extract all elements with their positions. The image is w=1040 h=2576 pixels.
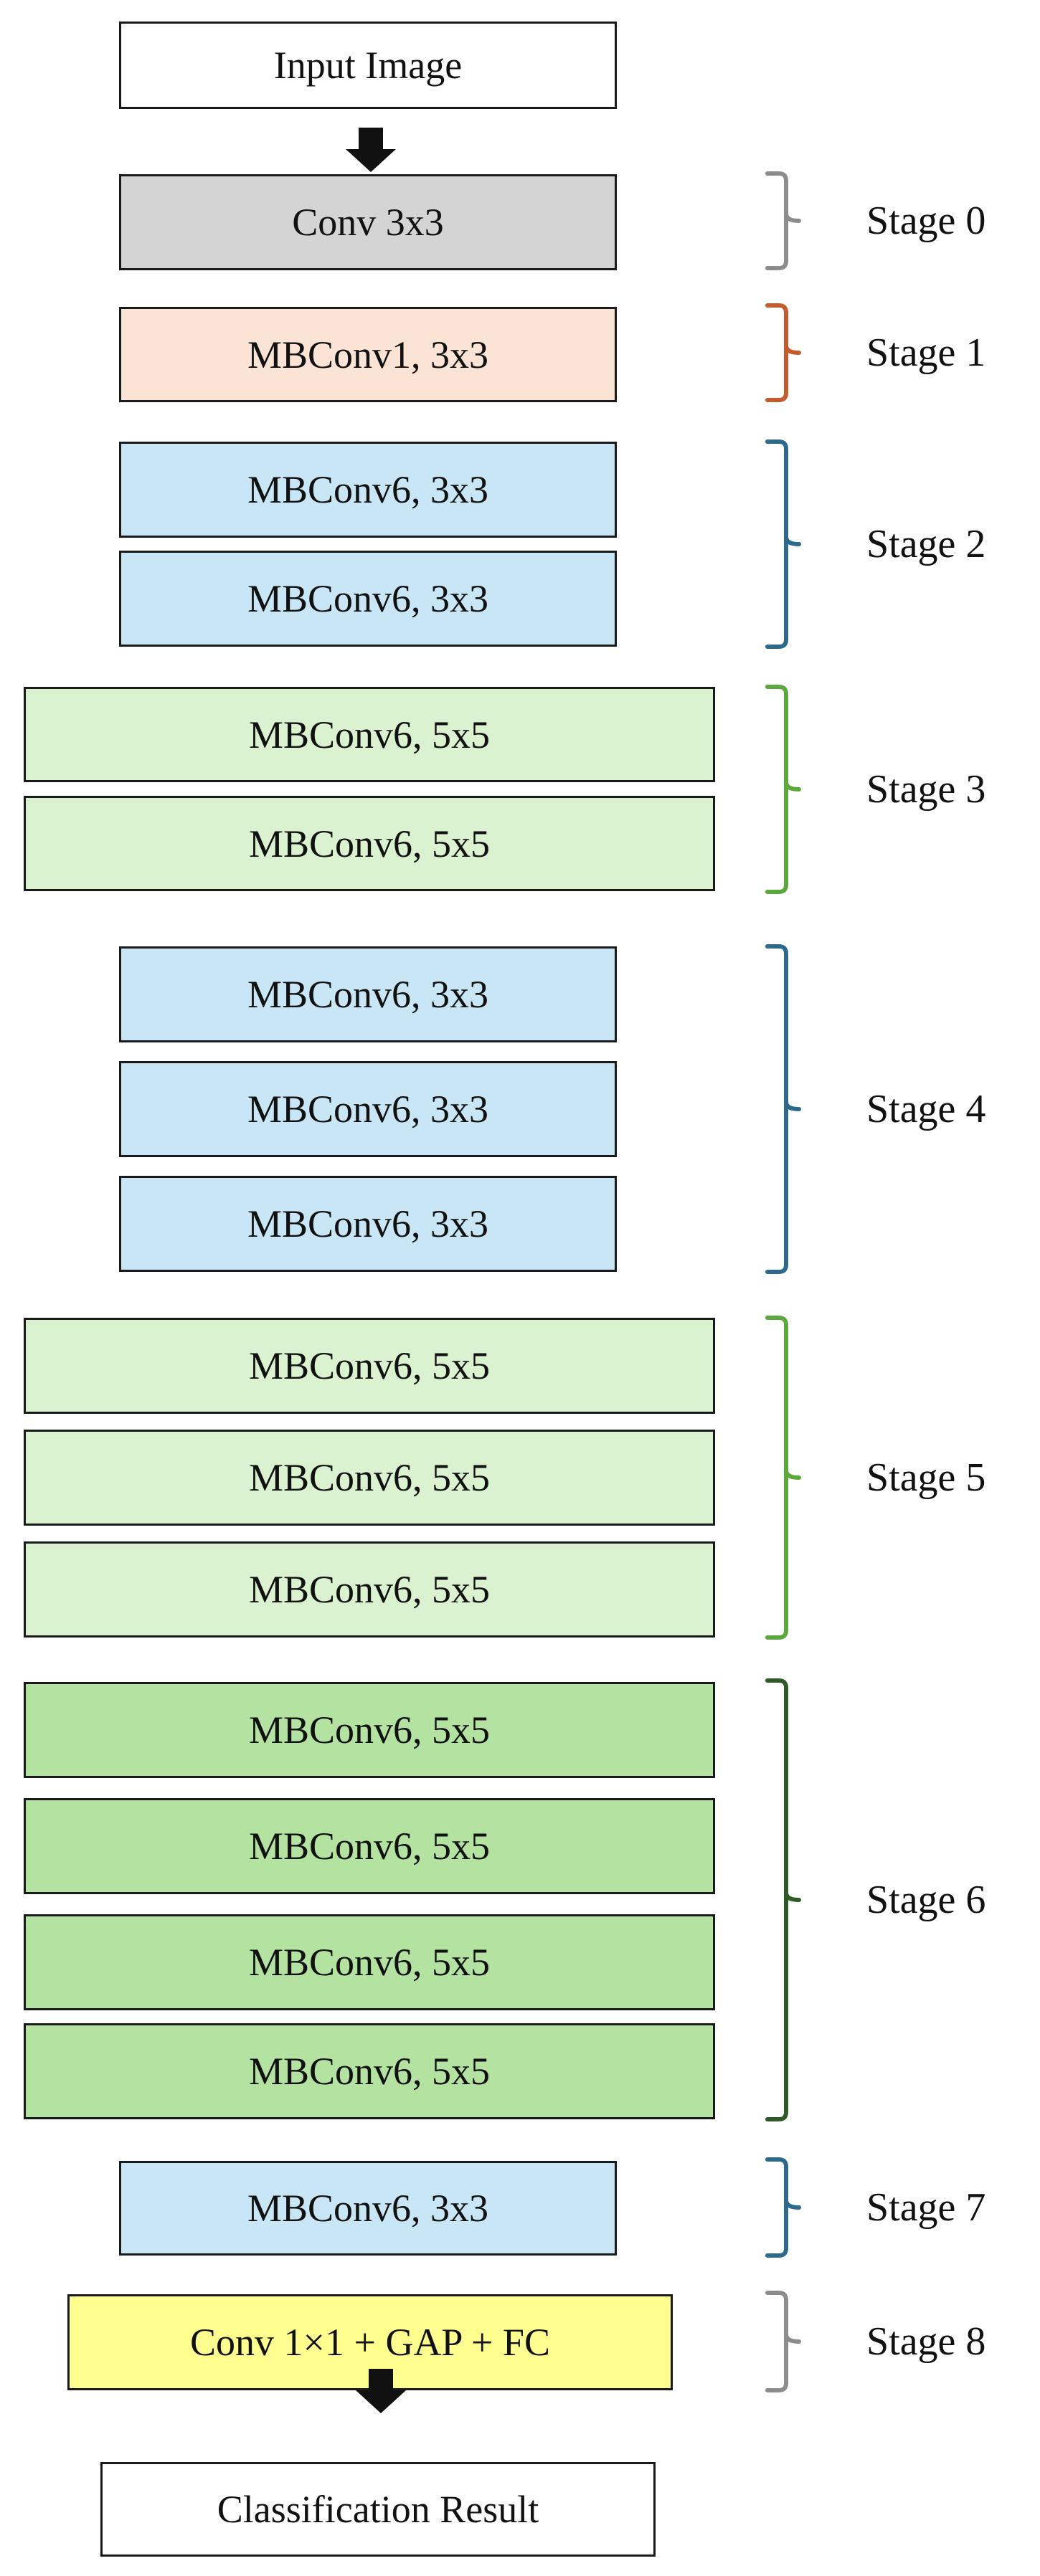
stage-2-block-2: MBConv6, 3x3 bbox=[119, 551, 617, 647]
down-arrow-icon bbox=[356, 2369, 406, 2413]
stage-7-block-1: MBConv6, 3x3 bbox=[119, 2161, 617, 2256]
stage-4-block-3: MBConv6, 3x3 bbox=[119, 1176, 617, 1272]
stage-6-block-3: MBConv6, 5x5 bbox=[24, 1914, 715, 2010]
stage-3-block-1: MBConv6, 5x5 bbox=[24, 687, 715, 782]
stage-0-block-1: Conv 3x3 bbox=[119, 174, 617, 270]
input-image-block: Input Image bbox=[119, 22, 617, 109]
stage-8-brace bbox=[765, 2291, 801, 2392]
stage-3-label: Stage 3 bbox=[866, 767, 986, 812]
stage-5-label: Stage 5 bbox=[866, 1455, 986, 1500]
stage-1-block-1: MBConv1, 3x3 bbox=[119, 307, 617, 402]
stage-5-block-2: MBConv6, 5x5 bbox=[24, 1430, 715, 1526]
stage-6-block-1: MBConv6, 5x5 bbox=[24, 1682, 715, 1778]
stage-8-label: Stage 8 bbox=[866, 2319, 986, 2364]
stage-6-label: Stage 6 bbox=[866, 1878, 986, 1922]
stage-0-brace bbox=[765, 171, 801, 270]
stage-5-block-3: MBConv6, 5x5 bbox=[24, 1541, 715, 1638]
stage-4-brace bbox=[765, 944, 801, 1274]
stage-6-block-4: MBConv6, 5x5 bbox=[24, 2023, 715, 2119]
stage-2-label: Stage 2 bbox=[866, 522, 986, 566]
down-arrow-icon bbox=[346, 128, 396, 172]
stage-2-brace bbox=[765, 439, 801, 649]
stage-7-brace bbox=[765, 2157, 801, 2258]
stage-4-label: Stage 4 bbox=[866, 1087, 986, 1131]
stage-4-block-2: MBConv6, 3x3 bbox=[119, 1061, 617, 1157]
stage-1-brace bbox=[765, 303, 801, 402]
classification-result-block: Classification Result bbox=[100, 2462, 656, 2557]
stage-5-brace bbox=[765, 1316, 801, 1640]
stage-0-label: Stage 0 bbox=[866, 199, 986, 243]
stage-6-block-2: MBConv6, 5x5 bbox=[24, 1798, 715, 1894]
stage-5-block-1: MBConv6, 5x5 bbox=[24, 1318, 715, 1414]
stage-3-brace bbox=[765, 685, 801, 894]
stage-6-brace bbox=[765, 1678, 801, 2121]
stage-2-block-1: MBConv6, 3x3 bbox=[119, 442, 617, 538]
stage-4-block-1: MBConv6, 3x3 bbox=[119, 946, 617, 1042]
stage-7-label: Stage 7 bbox=[866, 2185, 986, 2230]
stage-1-label: Stage 1 bbox=[866, 331, 986, 375]
stage-3-block-2: MBConv6, 5x5 bbox=[24, 796, 715, 891]
